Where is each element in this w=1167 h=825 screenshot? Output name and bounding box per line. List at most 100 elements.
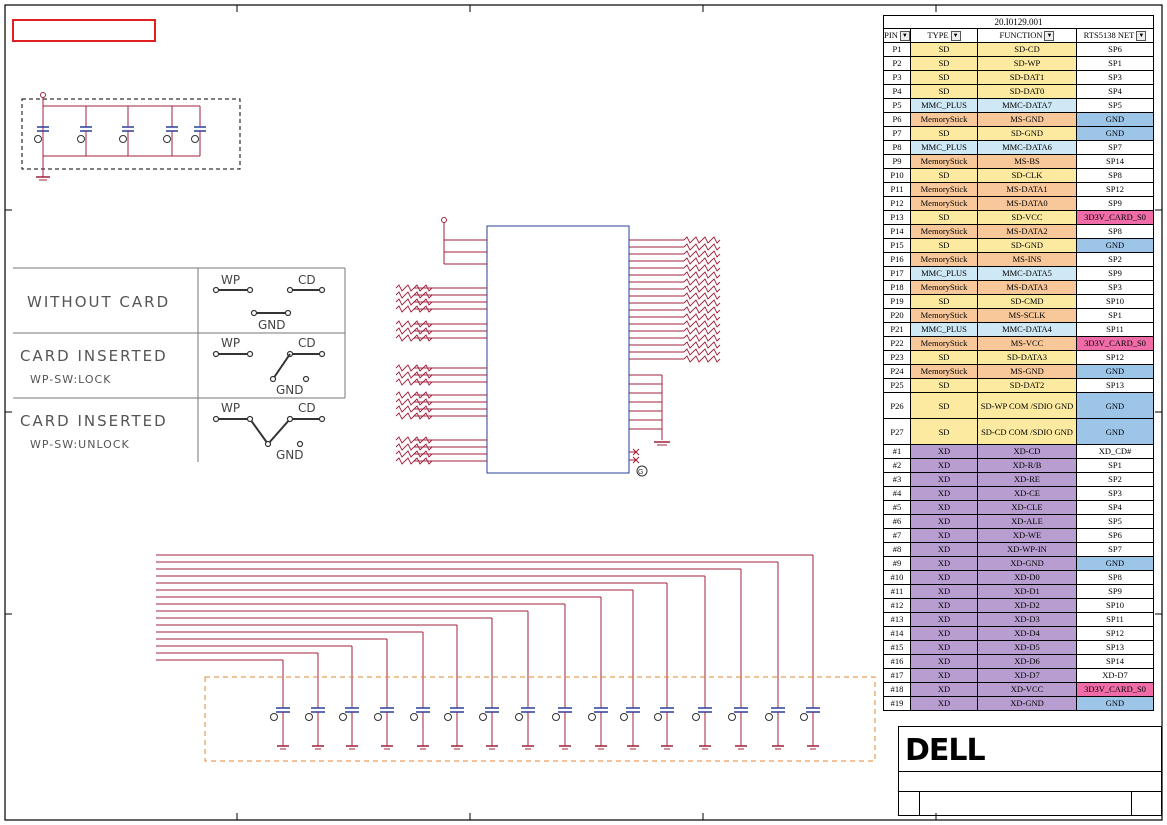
cell-net: SP12 (1076, 350, 1154, 365)
cell-pin: P26 (883, 392, 911, 419)
cell-net: GND (1076, 238, 1154, 253)
cell-type: SD (910, 168, 978, 183)
cell-func: XD-CD (977, 444, 1077, 459)
cell-pin: P19 (883, 294, 911, 309)
cell-type: SD (910, 294, 978, 309)
cell-type: SD (910, 84, 978, 99)
cell-pin: P27 (883, 418, 911, 445)
cell-func: MMC-DATA6 (977, 140, 1077, 155)
filter-dropdown-icon[interactable]: ▼ (1136, 31, 1147, 42)
cell-type: MMC_PLUS (910, 266, 978, 281)
cell-net: SP7 (1076, 542, 1154, 557)
cell-type: XD (910, 458, 978, 473)
gnd-label: GND (258, 318, 286, 332)
cell-func: MS-VCC (977, 336, 1077, 351)
filter-dropdown-icon[interactable]: ▼ (1044, 31, 1055, 42)
cell-type: SD (910, 70, 978, 85)
filter-dropdown-icon[interactable]: ▼ (899, 31, 910, 42)
cell-net: SP9 (1076, 266, 1154, 281)
cell-net: SP12 (1076, 626, 1154, 641)
cell-type: XD (910, 556, 978, 571)
cell-pin: P5 (883, 98, 911, 113)
col-header-function[interactable]: FUNCTION▼ (977, 28, 1077, 43)
cell-pin: P2 (883, 56, 911, 71)
cell-net: SP9 (1076, 584, 1154, 599)
cell-type: SD (910, 126, 978, 141)
cell-func: XD-D5 (977, 640, 1077, 655)
cell-net: 3D3V_CARD_S0 (1076, 336, 1154, 351)
cell-func: XD-GND (977, 696, 1077, 711)
cell-func: XD-WE (977, 528, 1077, 543)
col-header-type[interactable]: TYPE▼ (910, 28, 978, 43)
filter-dropdown-icon[interactable]: ▼ (950, 31, 961, 42)
col-header-net[interactable]: RTS5138 NET▼ (1076, 28, 1154, 43)
cell-net: SP3 (1076, 486, 1154, 501)
without-card-label: WITHOUT CARD (27, 293, 170, 311)
cell-func: XD-ALE (977, 514, 1077, 529)
card-switch-table: WITHOUT CARD CARD INSERTED WP-SW:LOCK CA… (13, 267, 346, 462)
cell-net: SP3 (1076, 70, 1154, 85)
cell-net: SP11 (1076, 612, 1154, 627)
card-inserted-lock-label: CARD INSERTED (20, 347, 168, 365)
cell-func: XD-WP-IN (977, 542, 1077, 557)
cell-pin: #3 (883, 472, 911, 487)
col-header-pin[interactable]: PIN▼ (883, 28, 911, 43)
cell-func: XD-D1 (977, 584, 1077, 599)
cell-pin: P9 (883, 154, 911, 169)
gnd-label: GND (276, 448, 304, 462)
cell-type: SD (910, 210, 978, 225)
cell-pin: #6 (883, 514, 911, 529)
cell-type: XD (910, 598, 978, 613)
cell-func: XD-D2 (977, 598, 1077, 613)
cell-pin: P22 (883, 336, 911, 351)
wp-label: WP (221, 273, 240, 287)
cell-pin: P8 (883, 140, 911, 155)
cell-pin: P25 (883, 378, 911, 393)
cell-pin: #16 (883, 654, 911, 669)
cell-type: XD (910, 514, 978, 529)
cd-label: CD (298, 273, 316, 287)
cell-net: SP8 (1076, 168, 1154, 183)
cell-type: SD (910, 418, 978, 445)
cell-net: 3D3V_CARD_S0 (1076, 682, 1154, 697)
cell-type: XD (910, 444, 978, 459)
cell-net: GND (1076, 418, 1154, 445)
cell-func: SD-CD COM /SDIO GND (977, 418, 1077, 445)
cell-pin: #8 (883, 542, 911, 557)
cell-pin: #14 (883, 626, 911, 641)
cell-func: SD-DAT2 (977, 378, 1077, 393)
cell-type: XD (910, 612, 978, 627)
cell-type: MemoryStick (910, 308, 978, 323)
cell-pin: P16 (883, 252, 911, 267)
cell-func: SD-CMD (977, 294, 1077, 309)
cell-func: MS-BS (977, 154, 1077, 169)
cell-pin: P18 (883, 280, 911, 295)
cell-func: XD-D0 (977, 570, 1077, 585)
cell-pin: #18 (883, 682, 911, 697)
cell-net: XD_CD# (1076, 444, 1154, 459)
cell-pin: #2 (883, 458, 911, 473)
cell-net: GND (1076, 556, 1154, 571)
wp-label: WP (221, 401, 240, 415)
cell-net: GND (1076, 392, 1154, 419)
cell-type: MMC_PLUS (910, 140, 978, 155)
cell-net: SP2 (1076, 252, 1154, 267)
note-box (12, 19, 156, 42)
cell-pin: P13 (883, 210, 911, 225)
cell-net: SP7 (1076, 140, 1154, 155)
cell-func: XD-CE (977, 486, 1077, 501)
